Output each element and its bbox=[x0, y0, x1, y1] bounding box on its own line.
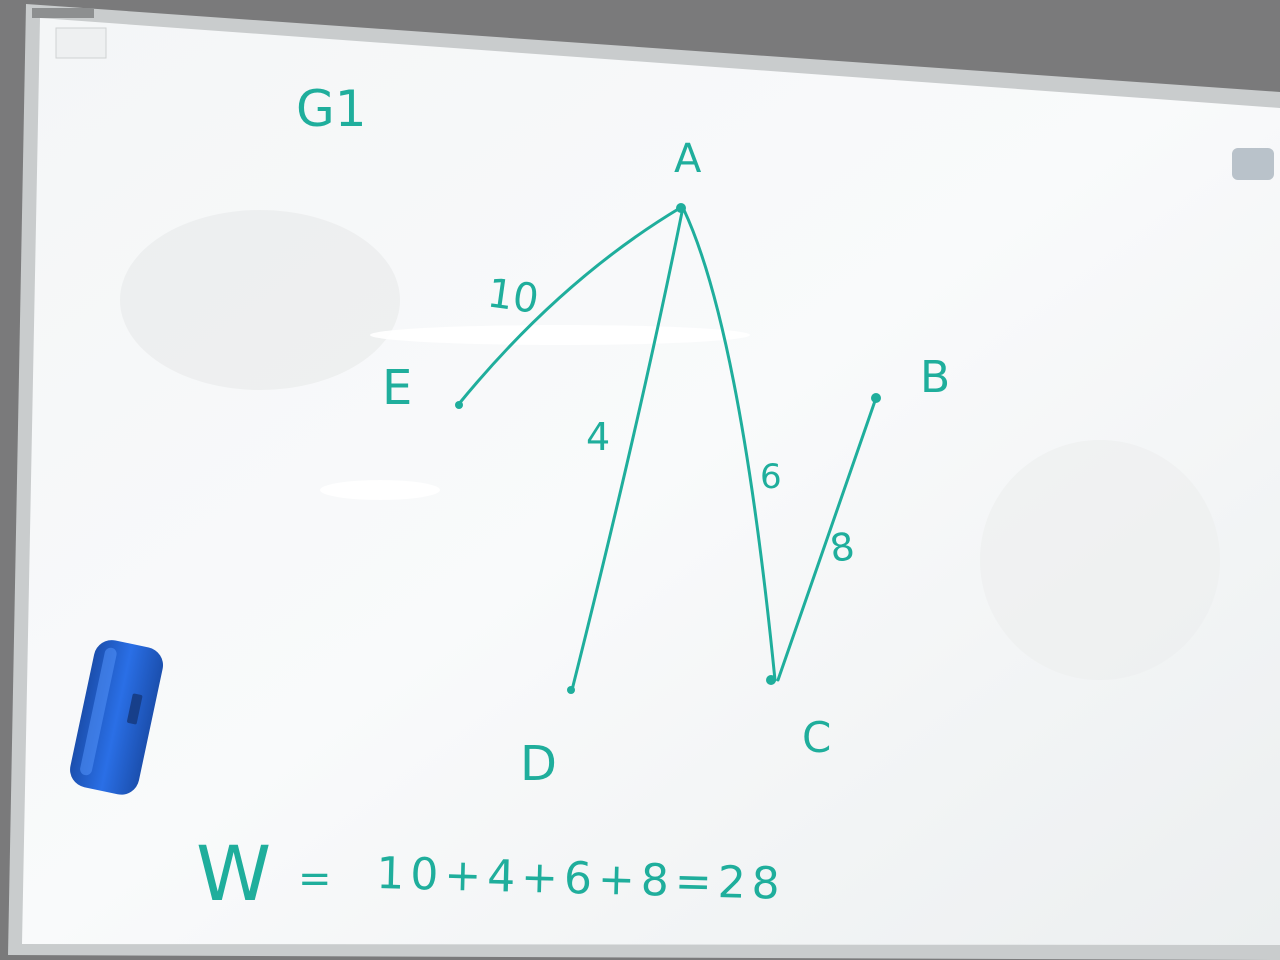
board-smudge bbox=[120, 210, 400, 390]
frame-badge bbox=[32, 8, 94, 18]
eraser-highlight bbox=[80, 647, 117, 776]
vertex-dot-b bbox=[871, 393, 881, 403]
board-eraser bbox=[70, 640, 164, 795]
board-glare bbox=[370, 325, 750, 345]
board-glare bbox=[320, 480, 440, 500]
formula-equals: = bbox=[298, 856, 332, 902]
vertex-label-a: A bbox=[674, 136, 702, 182]
edge-a-d bbox=[570, 210, 684, 692]
vertex-dot-a bbox=[676, 203, 686, 213]
edge-weight-a-c: 6 bbox=[760, 457, 782, 497]
vertex-dot-d bbox=[567, 686, 575, 694]
board-title: G1 bbox=[296, 80, 367, 138]
edge-weight-a-e: 10 bbox=[485, 270, 542, 323]
board-sticker bbox=[55, 27, 107, 59]
vertex-label-c: C bbox=[802, 713, 831, 762]
graph-edges bbox=[456, 206, 878, 692]
edge-a-c bbox=[682, 208, 777, 682]
vertex-label-b: B bbox=[920, 352, 950, 403]
vertex-label-e: E bbox=[382, 360, 412, 416]
vertex-dot-c bbox=[766, 675, 776, 685]
vertex-dot-e bbox=[455, 401, 463, 409]
board-smudge bbox=[980, 440, 1220, 680]
board-clip bbox=[1232, 148, 1274, 180]
formula-rhs: 10+4+6+8=28 bbox=[376, 848, 787, 910]
edge-weight-a-d: 4 bbox=[586, 415, 610, 459]
edge-a-e bbox=[456, 206, 682, 407]
edge-c-b bbox=[776, 396, 878, 682]
vertex-label-d: D bbox=[520, 736, 557, 792]
formula-lhs: W bbox=[196, 829, 271, 918]
graph-vertices bbox=[455, 203, 881, 694]
eraser-logo bbox=[127, 693, 143, 725]
